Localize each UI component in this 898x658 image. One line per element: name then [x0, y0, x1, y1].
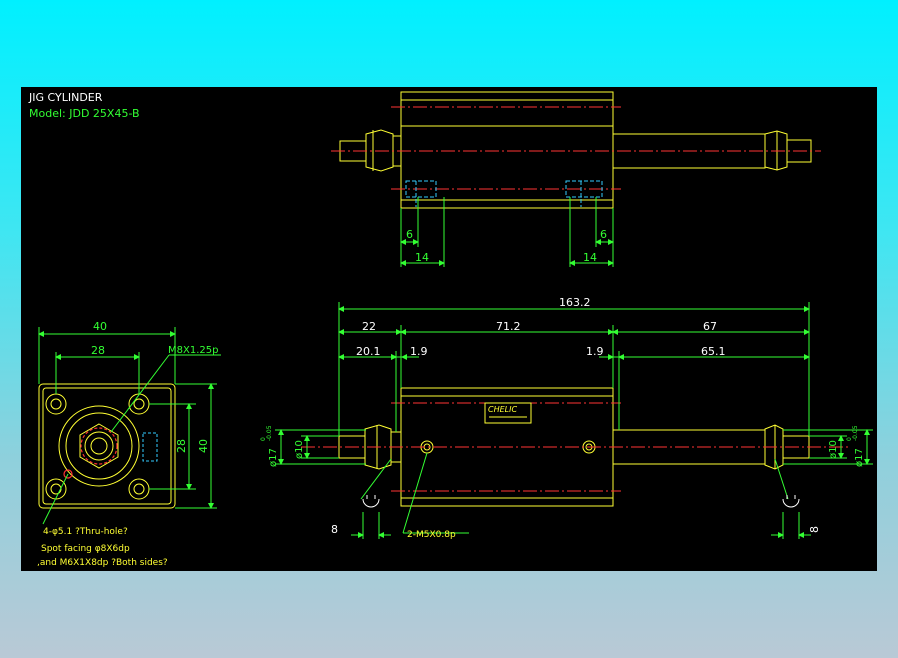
nameplate [484, 402, 532, 424]
top-centerlines [331, 106, 821, 190]
side-dimensions [275, 302, 873, 539]
dim-right-tol-lower: -0.05 [852, 425, 859, 441]
dim-top-left-14: 14 [415, 251, 429, 264]
wrench-symbols [362, 495, 800, 508]
dim-right-tol-upper: 0 [846, 437, 853, 441]
dim-middle-section: 71.2 [496, 320, 521, 333]
dim-top-right-14: 14 [583, 251, 597, 264]
dim-top-right-6: 6 [600, 228, 607, 241]
port-label: 2-M5X0.8p [407, 530, 456, 540]
dim-right-gap: 1.9 [586, 345, 604, 358]
dim-end-40: 40 [93, 320, 107, 333]
top-hidden-ports [405, 180, 603, 207]
dim-right-sub: 65.1 [701, 345, 726, 358]
note-spot: Spot facing φ8X6dp [41, 544, 130, 554]
note-hole: 4-φ5.1 ?Thru-hole? [43, 527, 128, 537]
dim-left-gap: 1.9 [410, 345, 428, 358]
top-view [339, 91, 812, 209]
dim-left-sub: 20.1 [356, 345, 381, 358]
note-thread: ,and M6X1X8dp ?Both sides? [37, 558, 168, 568]
top-dimensions [400, 197, 614, 267]
dim-left-section: 22 [362, 320, 376, 333]
dim-left-tol-upper: 0 [260, 437, 267, 441]
dim-end-28: 28 [91, 344, 105, 357]
dim-left-rod-dia: ø10 [294, 440, 305, 459]
dim-right-rod-dia: ø10 [828, 440, 839, 459]
drawing-canvas: JIG CYLINDER Model: JDD 25X45-B [21, 87, 877, 571]
dim-left-wrench: 8 [331, 523, 338, 536]
title-line1: JIG CYLINDER [28, 91, 103, 104]
side-centerlines [301, 402, 851, 492]
dim-top-left-6: 6 [406, 228, 413, 241]
dim-left-tol-lower: -0.05 [266, 425, 273, 441]
dim-end-28-vert: 28 [175, 439, 188, 453]
end-view-dimensions [38, 327, 221, 525]
dim-right-tol-dia: ø17 [854, 448, 865, 467]
dim-right-wrench: 8 [808, 526, 821, 533]
cad-drawing: JIG CYLINDER Model: JDD 25X45-B [28, 91, 873, 568]
dim-right-section: 67 [703, 320, 717, 333]
title-line2: Model: JDD 25X45-B [29, 107, 140, 120]
dim-overall: 163.2 [559, 296, 591, 309]
nameplate-text: CHELIC [488, 405, 517, 414]
end-view-ports [63, 427, 118, 479]
end-view-hidden [142, 432, 158, 462]
dim-end-40-vert: 40 [197, 439, 210, 453]
dim-left-tol-dia: ø17 [268, 448, 279, 467]
dim-end-thread: M8X1.25p [168, 345, 218, 356]
